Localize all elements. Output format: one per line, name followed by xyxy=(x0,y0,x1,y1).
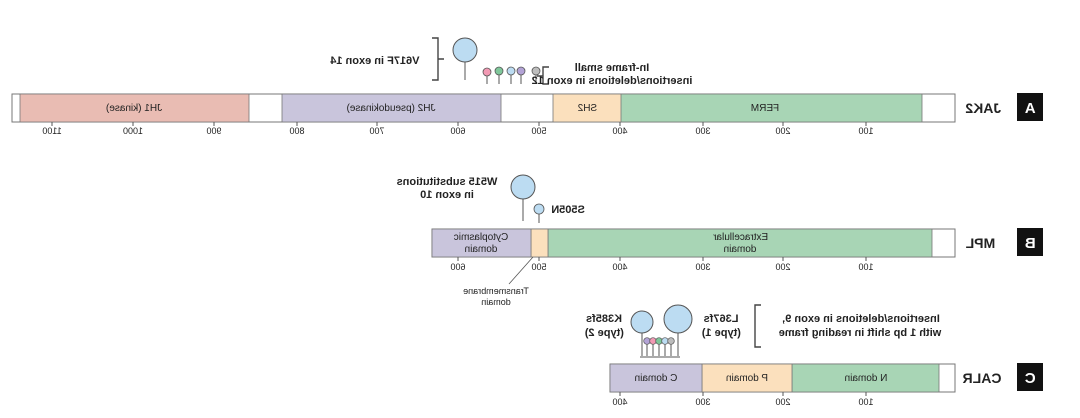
panel-a-letter: A xyxy=(1025,100,1036,117)
calr-axis: 100 200 300 400 xyxy=(612,392,874,407)
jak2-tick-label: 200 xyxy=(775,126,790,136)
panel-a: A JAK2 FERM SH2 JH2 (pseudokinase) JH1 (… xyxy=(11,37,1043,136)
panel-b-badge xyxy=(1017,228,1043,256)
transmembrane-label-line2: domain xyxy=(481,297,511,307)
exon9-label-line2: with 1 bp shift in reading frame xyxy=(779,327,943,339)
jak2-tick-label: 600 xyxy=(450,126,465,136)
panel-c: C CALR N domain P domain C domain 100 20… xyxy=(584,304,1043,407)
panel-b-protein-name: MPL xyxy=(965,235,995,251)
calr-p-domain xyxy=(701,363,793,393)
k385fs-label-line2: (type 2) xyxy=(584,327,623,339)
exon12-lollipop-purple xyxy=(516,66,526,76)
k385fs-lollipop xyxy=(630,310,654,334)
calr-c-domain-label: C domain xyxy=(635,373,678,384)
calr-tick-label: 300 xyxy=(695,397,710,407)
panel-b: B MPL Extracellular domain Cytoplasmic d… xyxy=(397,174,1043,307)
exon12-bracket xyxy=(537,66,549,85)
l367fs-label-line1: L367fs xyxy=(704,313,739,325)
v617f-lollipop xyxy=(452,37,478,63)
mpl-tick-label: 100 xyxy=(858,262,873,272)
s505n-label: S505N xyxy=(551,204,585,216)
jak2-jh2-label: JH2 (pseudokinase) xyxy=(347,103,436,114)
mpl-tick-label: 600 xyxy=(450,262,465,272)
jak2-tick-label: 500 xyxy=(531,126,546,136)
v617f-bracket xyxy=(432,37,444,81)
transmembrane-leader-line xyxy=(508,256,534,285)
calr-p-domain-label: P domain xyxy=(726,373,768,384)
exon9-lollipop-blue xyxy=(661,337,669,345)
mpl-extracellular-domain xyxy=(547,228,933,258)
jak2-jh2-domain xyxy=(281,93,502,123)
k385fs-label-line1: K385fs xyxy=(586,313,622,325)
calr-tick-label: 400 xyxy=(612,397,627,407)
jak2-jh1-domain xyxy=(19,93,250,123)
mpl-extracellular-label-line1: Extracellular xyxy=(712,232,768,243)
panel-a-badge xyxy=(1017,93,1043,121)
exon9-lollipop-purple xyxy=(643,337,651,345)
exon12-lollipop-blue xyxy=(506,66,516,76)
mpl-transmembrane-domain xyxy=(530,228,549,258)
l367fs-label-line2: (type 1) xyxy=(701,327,740,339)
calr-c-domain xyxy=(609,363,703,393)
panel-c-badge xyxy=(1017,363,1043,391)
exon9-lollipop-gray xyxy=(667,337,675,345)
calr-n-domain xyxy=(791,363,940,393)
jak2-jh1-label: JH1 (kinase) xyxy=(106,103,162,114)
mpl-axis: 100 200 300 400 500 600 xyxy=(450,257,874,272)
jak2-axis: 100 200 300 400 500 600 700 800 900 1000… xyxy=(42,122,874,136)
exon9-small-lollipops xyxy=(643,337,675,356)
v617f-label: V617F in exon 14 xyxy=(329,55,419,67)
jak2-ferm-label: FERM xyxy=(751,103,779,114)
panel-c-letter: C xyxy=(1025,370,1036,387)
calr-n-domain-label: N domain xyxy=(845,373,888,384)
w515-label-line2: in exon 10 xyxy=(420,189,474,201)
jak2-tick-label: 900 xyxy=(206,126,221,136)
exon9-bracket xyxy=(754,304,761,348)
mpl-cytoplasmic-label-line2: domain xyxy=(465,244,498,255)
s505n-lollipop xyxy=(533,203,545,215)
panel-b-letter: B xyxy=(1025,235,1036,252)
exon12-lollipop-pink xyxy=(482,67,492,77)
exon12-lollipop-gray xyxy=(531,66,541,76)
exon12-label-line2: insertions/deletions in exon 12 xyxy=(532,75,693,87)
mpl-cytoplasmic-label-line1: Cytoplasmic xyxy=(454,232,508,243)
mpl-tick-label: 300 xyxy=(695,262,710,272)
jak2-tick-label: 1100 xyxy=(42,126,61,136)
calr-tick-label: 200 xyxy=(775,397,790,407)
exon9-label-line1: Insertions/deletions in exon 9, xyxy=(782,313,940,325)
jak2-tick-label: 100 xyxy=(858,126,873,136)
calr-tick-label: 100 xyxy=(858,397,873,407)
transmembrane-label-line1: Transmembrane xyxy=(463,286,529,296)
mpl-tick-label: 400 xyxy=(612,262,627,272)
exon12-lollipop-green xyxy=(494,66,504,76)
exon9-lollipop-green xyxy=(655,337,663,345)
mpl-cytoplasmic-domain xyxy=(431,228,532,258)
exon12-label-line1: In-frame small xyxy=(575,62,650,74)
mpl-extracellular-label-line2: domain xyxy=(724,244,757,255)
w515-lollipop xyxy=(510,174,536,200)
jak2-tick-label: 700 xyxy=(369,126,384,136)
jak2-ferm-domain xyxy=(607,93,923,123)
l367fs-lollipop xyxy=(663,304,693,334)
panel-c-protein-name: CALR xyxy=(963,370,1002,386)
jak2-tick-label: 1000 xyxy=(123,126,143,136)
exon9-lollipop-pink xyxy=(649,337,657,345)
mpl-tick-label: 200 xyxy=(775,262,790,272)
w515-label-line1: W515 substitutions xyxy=(397,176,498,188)
jak2-sh2-domain xyxy=(552,93,622,123)
jak2-tick-label: 400 xyxy=(612,126,627,136)
jak2-tick-label: 300 xyxy=(695,126,710,136)
jak2-tick-label: 800 xyxy=(289,126,304,136)
exon12-lollipops xyxy=(482,66,541,84)
mpl-tick-label: 500 xyxy=(531,262,546,272)
jak2-sh2-label: SH2 xyxy=(577,103,597,114)
panel-a-protein-name: JAK2 xyxy=(965,100,1001,116)
